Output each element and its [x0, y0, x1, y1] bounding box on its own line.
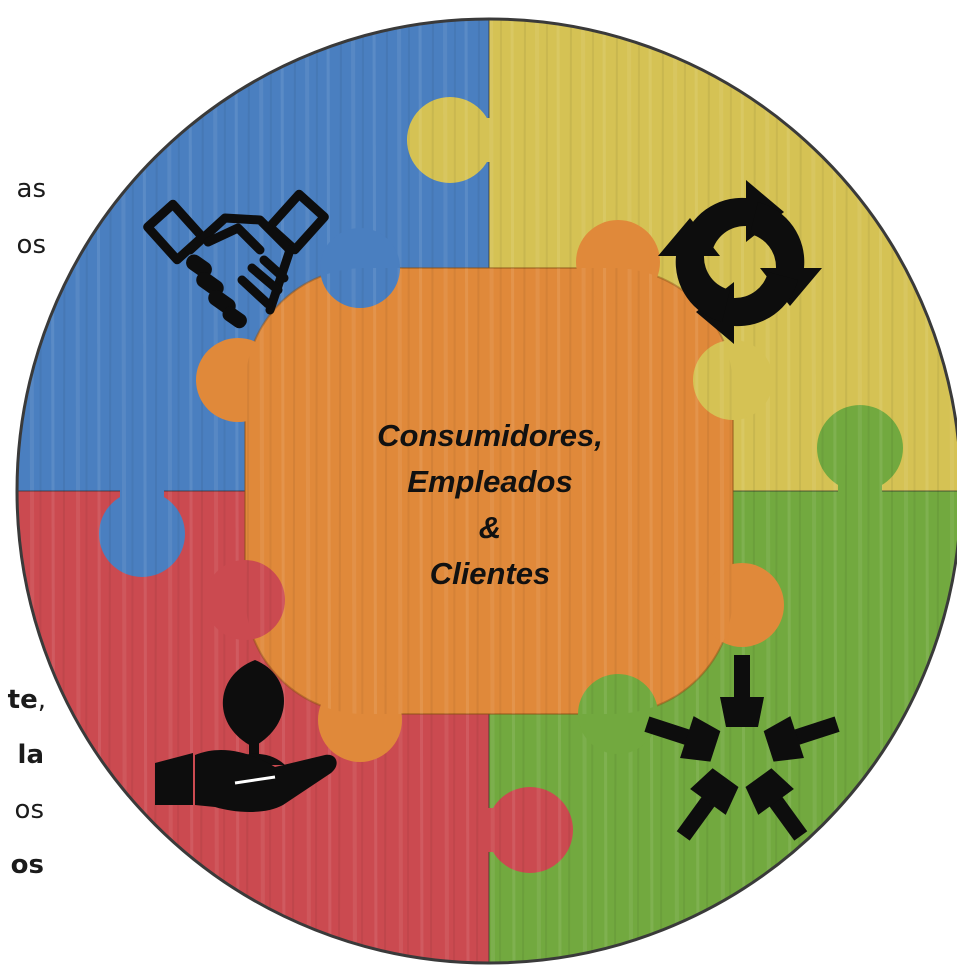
text-fragment-6: os [10, 850, 44, 880]
disc-rim [15, 17, 957, 965]
handshake-icon [143, 189, 329, 329]
text-fragment-1: as [16, 174, 46, 204]
text-fragment-3-word: te [7, 685, 38, 715]
center-wood-texture [245, 268, 733, 714]
text-fragment-3: te, [0, 685, 46, 715]
text-fragment-4: la [17, 740, 44, 770]
center-line-4: Clientes [430, 556, 551, 591]
text-fragment-5: os [14, 795, 44, 825]
hands-together-icon [644, 655, 840, 841]
center-line-3: & [479, 510, 501, 545]
center-piece [196, 220, 784, 762]
plant-in-hand-icon [155, 660, 337, 812]
text-fragment-3-comma: , [37, 685, 46, 715]
text-fragment-2: os [16, 230, 46, 260]
center-line-2: Empleados [407, 464, 572, 499]
center-line-1: Consumidores, [377, 418, 603, 453]
recycle-arrows-icon [658, 180, 822, 344]
